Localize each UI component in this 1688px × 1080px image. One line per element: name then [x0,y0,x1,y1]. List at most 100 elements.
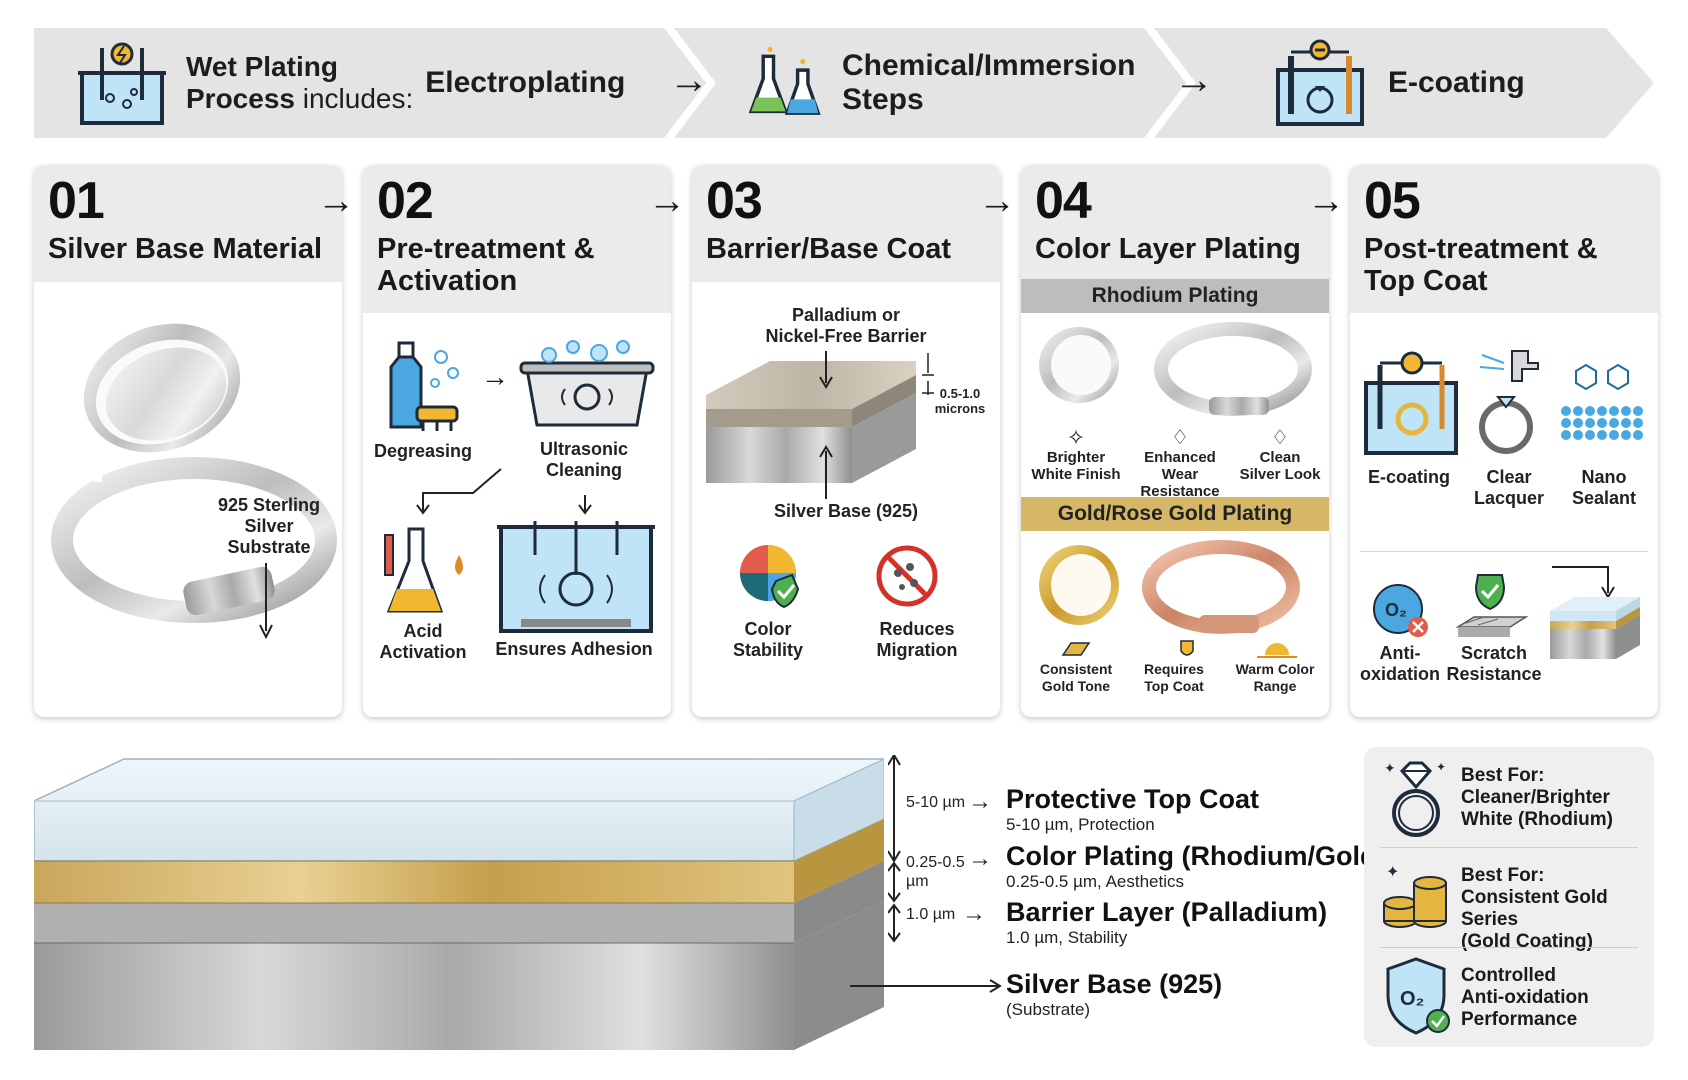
divider [1360,551,1648,552]
dimension-markers [888,755,901,943]
color-stability-icon [740,545,800,609]
gold-coins-icon: ✦ [1383,862,1447,928]
step-card-header: 02 Pre-treatment & Activation [363,165,671,313]
step-flow-arrow: → [648,180,686,222]
banner-chemical: Chemical/Immersion Steps [746,28,1135,138]
dim-arrow: → [968,845,992,872]
clear-lacquer-icon [1479,350,1539,454]
ultrasonic-bath-icon [519,340,655,427]
divider [1380,947,1638,948]
step-title: Barrier/Base Coat [706,233,951,265]
layer-title-barrier: Barrier Layer (Palladium) [1006,897,1328,927]
step-card-header: 03 Barrier/Base Coat [692,165,1000,282]
best-for-text: Best For:Consistent Gold Series(Gold Coa… [1461,865,1608,952]
silver-base-pointer [850,979,1002,993]
nano-sealant-icon [1561,363,1643,440]
step-number: 02 [377,172,434,230]
step-flow-arrow: → [1307,180,1345,222]
rhodium-rings-illustration [1039,322,1312,416]
banner-step-chemical-line1: Chemical/Immersion [842,49,1136,82]
step-card-header: 01 Silver Base Material [34,165,342,282]
silver-rings-illustration [51,323,337,623]
degreasing-icon [389,341,459,431]
dim-arrow: → [962,900,986,927]
layer-sub-top-coat: 5-10 µm, Protection [1006,815,1155,834]
step-title-line2: Top Coat [1364,265,1488,297]
dim-arrow: → [968,788,992,815]
ecoating-tank-icon [1276,39,1364,126]
adhesion-tank-icon [497,521,655,633]
substrate-label: 925 Sterling Silver Substrate [217,495,321,557]
banner-intro: Wet Plating Process includes: Electropla… [72,28,625,138]
acid-flask-icon [384,527,463,613]
step-card-header: 05 Post-treatment & Top Coat [1350,165,1658,313]
layer-title-color-plating: Color Plating (Rhodium/Gold) [1006,841,1386,871]
svg-text:O₂: O₂ [1385,600,1407,620]
layer-sub-silver-base: (Substrate) [1006,1000,1091,1019]
gold-benefit-icons [1061,640,1297,658]
layer-title-silver-base: Silver Base (925) [1006,969,1223,999]
step-title-line1: Pre-treatment & [377,233,595,265]
banner-intro-line2b: includes: [294,83,414,114]
shield-oxygen-icon: O₂ [1386,957,1450,1035]
process-banner: Wet Plating Process includes: Electropla… [34,28,1654,138]
gold-band: Gold/Rose Gold Plating [1021,497,1329,531]
layered-block-icon [1550,566,1640,659]
step-flow-arrow: → [317,180,355,222]
layer-cross-section [34,755,884,1050]
step-title: Silver Base Material [48,233,323,265]
banner-flow-arrow: → [1174,58,1214,102]
step-card-04: 04 Color Layer Plating Rhodium Plating ✧… [1021,165,1329,717]
svg-text:O₂: O₂ [1400,988,1424,1010]
flasks-icon [748,46,821,115]
best-for-gold: ✦ Best For:Consistent Gold Series(Gold C… [1364,847,1654,952]
banner-ecoating: E-coating [1270,28,1525,138]
step-title: Color Layer Plating [1035,233,1301,265]
layer-sub-color-plating: 0.25-0.5 µm, Aesthetics [1006,872,1184,891]
banner-step-ecoating: E-coating [1388,66,1525,99]
step-number: 01 [48,172,105,230]
layer-block-illustration [34,758,884,1050]
svg-text:✦: ✦ [1384,761,1396,777]
rhodium-band: Rhodium Plating [1021,279,1329,313]
anti-oxidation-icon: O₂ [1373,584,1428,637]
step-flow-arrow: → [978,180,1016,222]
banner-flow-arrow: → [669,58,709,102]
electroplating-tank-icon [78,42,166,125]
banner-intro-line2a: Process [186,83,295,114]
silver-base-label: Silver Base (925) [773,501,919,521]
step-card-01: 01 Silver Base Material 925 Sterling Sil… [34,165,342,717]
svg-text:✦: ✦ [1436,760,1446,774]
step-number: 03 [706,172,763,230]
step-title-line2: Activation [377,265,518,297]
step-card-02: 02 Pre-treatment & Activation Degreasing… [363,165,671,717]
anti-oxidation-label: Anti-oxidation [1360,643,1440,684]
dim-top-coat: 5-10 µm [906,794,966,811]
banner-step-chemical-line2: Steps [842,83,924,116]
svg-text:✦: ✦ [1386,862,1399,881]
step-number: 04 [1035,172,1092,230]
layer-title-top-coat: Protective Top Coat [1006,784,1260,814]
step-title-line1: Post-treatment & [1364,233,1598,265]
dim-barrier: 1.0 µm [906,906,956,923]
ecoating-tank-icon [1364,351,1458,455]
step-number: 05 [1364,172,1421,230]
scratch-resistance-icon [1455,574,1529,637]
step-card-05: 05 Post-treatment & Top Coat E-coating C… [1350,165,1658,717]
gold-rings-illustration [1039,540,1300,634]
degreasing-label: Degreasing [373,441,473,461]
